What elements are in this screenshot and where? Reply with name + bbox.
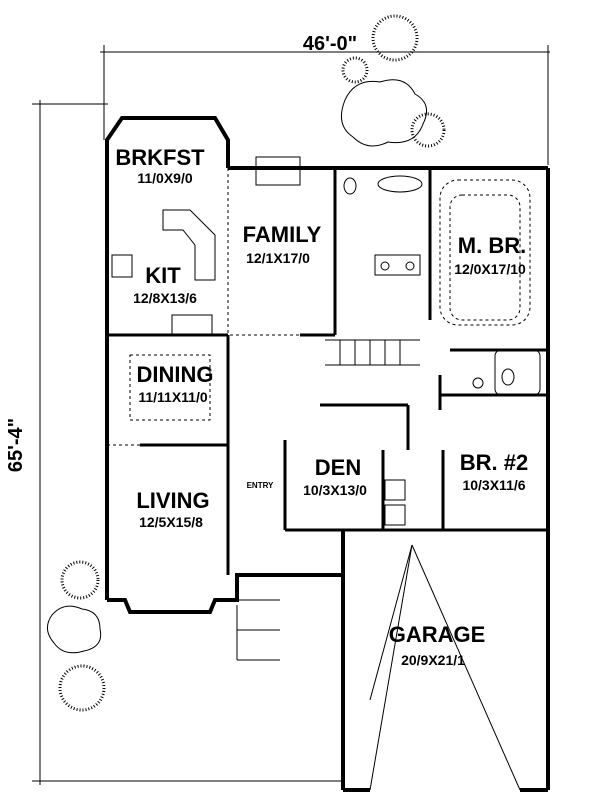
room-size-den: 10/3X13/0 [303,482,367,498]
room-name-entry: ENTRY [247,481,274,490]
room-name-br2: BR. #2 [460,450,528,475]
room-size-dining: 11/11X11/0 [138,389,208,405]
room-name-living: LIVING [136,488,209,513]
room-name-family: FAMILY [243,222,322,247]
exterior-walls [105,116,550,792]
room-size-mbr: 12/0X17/10 [454,261,526,277]
width-dimension-label: 46'-0" [303,33,357,55]
room-size-garage: 20/9X21/1 [401,652,465,668]
room-size-living: 12/5X15/8 [139,514,203,530]
fixtures [111,156,541,791]
dashed-openings [107,168,531,446]
room-name-mbr: M. BR. [458,233,526,258]
room-name-kit: KIT [145,263,181,288]
room-name-garage: GARAGE [389,622,486,647]
room-name-den: DEN [315,455,361,480]
room-name-brkfst: BRKFST [115,145,205,170]
stairs [236,339,420,661]
room-name-dining: DINING [137,362,214,387]
room-size-brkfst: 11/0X9/0 [137,170,192,186]
room-size-kit: 12/8X13/6 [133,290,197,306]
depth-dimension-label: 65'-4" [5,418,27,472]
room-size-br2: 10/3X11/6 [462,477,525,493]
room-size-family: 12/1X17/0 [246,250,310,266]
tree-icon [47,14,446,712]
width-dimension-line [100,45,550,165]
depth-dimension-line [32,100,345,785]
